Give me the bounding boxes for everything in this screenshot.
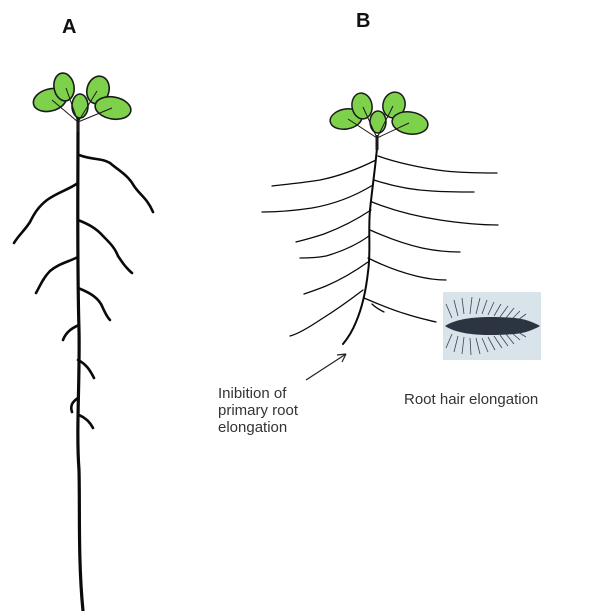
lateral-root-b-l1 — [272, 160, 376, 186]
plant-b — [262, 90, 541, 380]
inhibition-annotation: Inibition of primary root elongation — [218, 385, 348, 436]
lateral-root-a9 — [79, 415, 93, 428]
plant-seedling-icon — [31, 71, 133, 132]
panel-label-b: B — [356, 10, 370, 33]
lateral-root-b-l5 — [304, 262, 368, 294]
lateral-root-b-r2 — [374, 180, 474, 192]
inhibition-line-1: Inibition of — [218, 385, 348, 402]
lateral-root-b-r4 — [370, 230, 460, 252]
lateral-root-b-l3 — [296, 210, 371, 242]
leaf-a5 — [72, 94, 88, 118]
inhibition-line-3: elongation — [218, 419, 348, 436]
lateral-root-b-r6 — [364, 298, 436, 322]
inhibition-line-2: primary root — [218, 402, 348, 419]
root-hair-annotation: Root hair elongation — [404, 391, 594, 408]
lateral-root-b-r1 — [378, 156, 497, 173]
lateral-root-a6 — [63, 325, 79, 340]
lateral-root-a1 — [79, 155, 153, 212]
lateral-root-b-r3 — [372, 202, 498, 225]
primary-root-a — [78, 118, 83, 611]
lateral-root-a3 — [78, 220, 132, 273]
lateral-root-b-r5 — [368, 258, 446, 280]
panel-label-a: A — [62, 16, 76, 39]
primary-root-b — [343, 148, 377, 344]
arrow-shaft — [306, 354, 346, 380]
lateral-root-a4 — [36, 257, 78, 293]
lateral-root-b-l2 — [262, 185, 373, 212]
lateral-root-b-l4 — [300, 236, 369, 258]
lateral-root-a2 — [14, 183, 78, 243]
inhibition-arrow — [306, 354, 346, 380]
root-hair-micrograph-icon — [443, 292, 541, 360]
plant-a — [14, 71, 153, 611]
leaf-b5 — [370, 111, 386, 133]
plant-seedling-icon — [329, 90, 430, 150]
lateral-root-a5 — [78, 288, 110, 320]
lateral-roots-a — [14, 155, 153, 428]
